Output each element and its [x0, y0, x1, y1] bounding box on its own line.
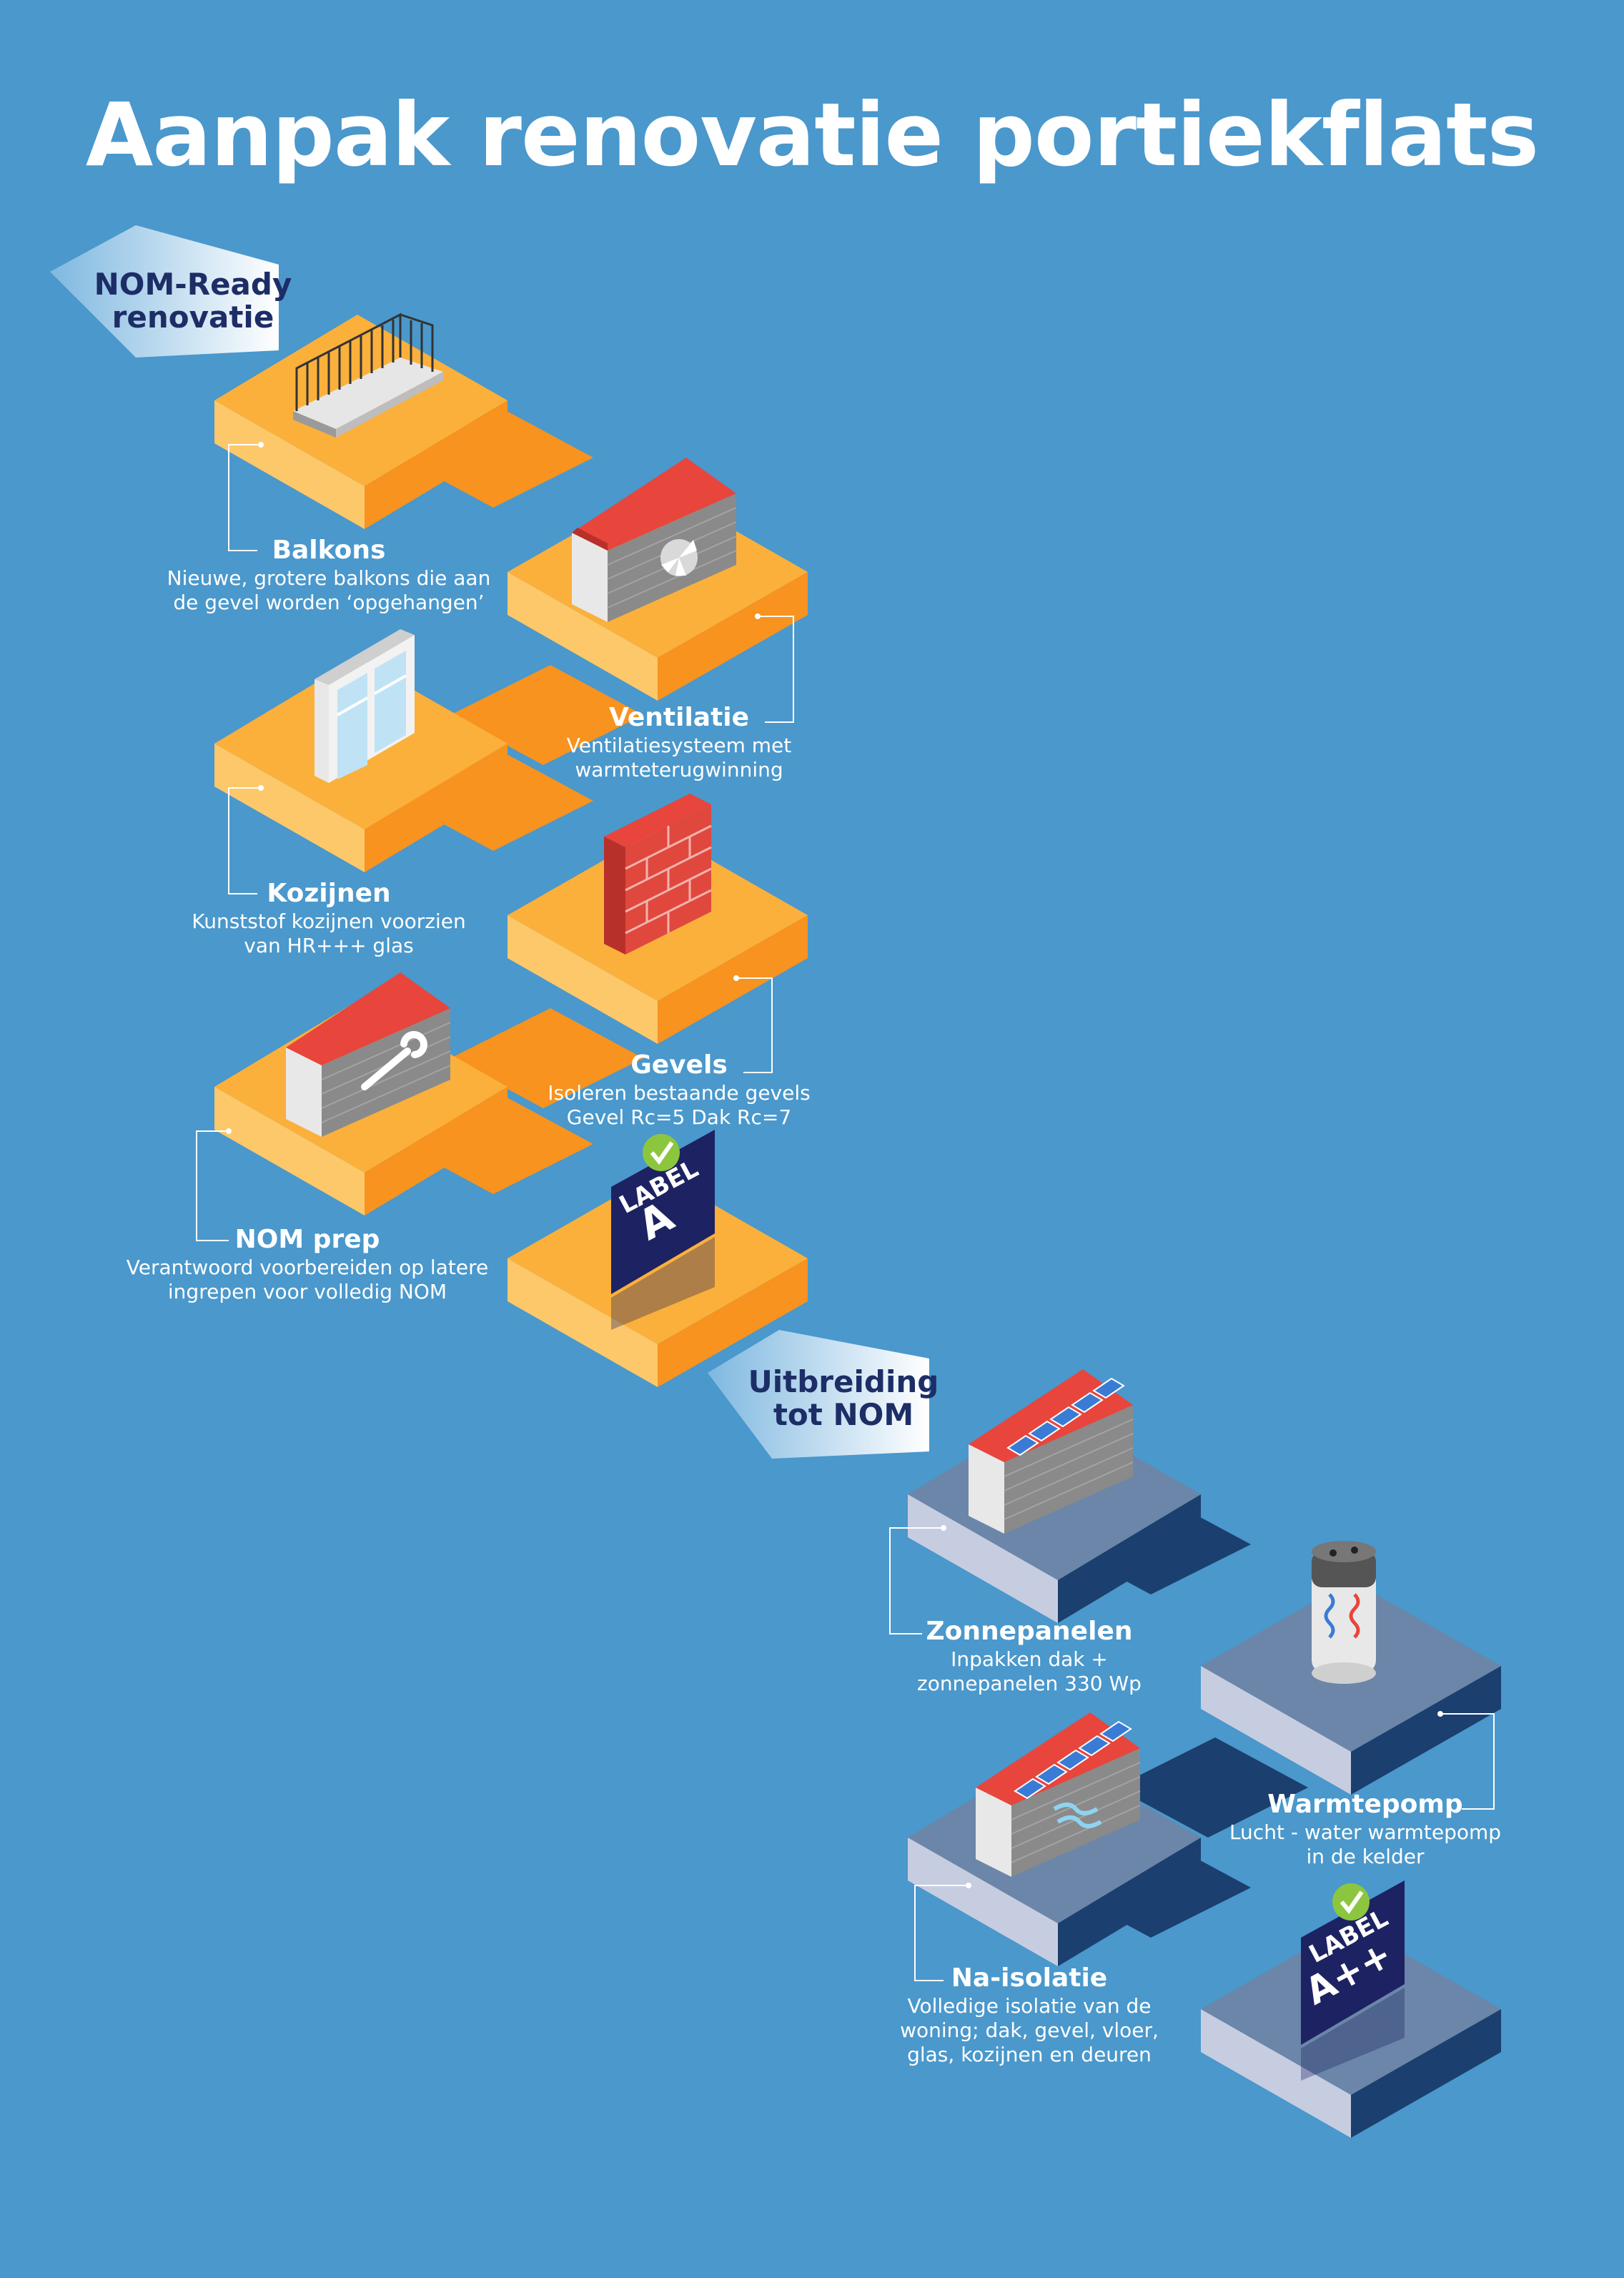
- step-nom-prep: NOM prep Verantwoord voorbereiden op lat…: [93, 1224, 522, 1304]
- solar-house-icon: [969, 1369, 1134, 1534]
- step-balkons-line1: Nieuwe, grotere balkons die aan: [167, 566, 491, 590]
- step-zonnepanelen: Zonnepanelen Inpakken dak + zonnepanelen…: [886, 1616, 1172, 1696]
- leader-lines: [196, 444, 1495, 1981]
- step-zonnepanelen-line1: Inpakken dak +: [951, 1647, 1108, 1671]
- step-ventilatie-line1: Ventilatiesysteem met: [566, 734, 792, 757]
- step-na-isolatie-title: Na-isolatie: [951, 1963, 1108, 1993]
- window-frame-icon: [315, 629, 415, 783]
- step-warmtepomp-line1: Lucht - water warmtepomp: [1229, 1820, 1502, 1844]
- heat-pump-icon: [1312, 1541, 1376, 1684]
- ventilation-house-icon: [572, 458, 737, 622]
- step-kozijnen-line1: Kunststof kozijnen voorzien: [192, 909, 466, 933]
- step-kozijnen: Kozijnen Kunststof kozijnen voorzien van…: [157, 878, 500, 958]
- step-kozijnen-title: Kozijnen: [267, 879, 391, 908]
- banner-nom-ready-line2: renovatie: [112, 300, 274, 335]
- step-na-isolatie-line3: glas, kozijnen en deuren: [907, 2043, 1152, 2066]
- step-zonnepanelen-title: Zonnepanelen: [926, 1617, 1133, 1646]
- step-nom-prep-line2: ingrepen voor volledig NOM: [167, 1280, 447, 1303]
- step-gevels-title: Gevels: [630, 1050, 728, 1080]
- banner-nom-ready: [50, 225, 279, 358]
- banner-uitbreiding-text: Uitbreiding tot NOM: [736, 1366, 951, 1431]
- banner-uitbreiding-line2: tot NOM: [773, 1397, 914, 1432]
- step-gevels-line1: Isoleren bestaande gevels: [548, 1081, 811, 1105]
- step-kozijnen-line2: van HR+++ glas: [244, 934, 414, 957]
- step-na-isolatie-line2: woning; dak, gevel, vloer,: [900, 2018, 1159, 2042]
- step-zonnepanelen-line2: zonnepanelen 330 Wp: [917, 1672, 1142, 1695]
- platform-warmtepomp: [1201, 1580, 1501, 1795]
- page-title: Aanpak renovatie portiekflats: [85, 84, 1539, 186]
- brick-wall-icon: [604, 794, 712, 955]
- step-ventilatie-line2: warmteterugwinning: [575, 758, 783, 781]
- banner-uitbreiding-line1: Uitbreiding: [748, 1364, 939, 1399]
- step-ventilatie: Ventilatie Ventilatiesysteem met warmtet…: [536, 702, 822, 782]
- banner-nom-ready-text: NOM-Ready renovatie: [86, 268, 300, 334]
- check-icon: [643, 1134, 680, 1171]
- step-nom-prep-title: NOM prep: [234, 1225, 380, 1254]
- step-warmtepomp: Warmtepomp Lucht - water warmtepomp in d…: [1201, 1789, 1530, 1869]
- banner-nom-ready-line1: NOM-Ready: [94, 267, 292, 302]
- step-ventilatie-title: Ventilatie: [608, 703, 750, 732]
- check-icon: [1332, 1883, 1370, 1920]
- house-wrench-icon: [286, 972, 451, 1137]
- balcony-icon: [293, 312, 443, 438]
- step-warmtepomp-line2: in de kelder: [1306, 1845, 1425, 1868]
- step-na-isolatie: Na-isolatie Volledige isolatie van de wo…: [883, 1963, 1176, 2067]
- step-balkons: Balkons Nieuwe, grotere balkons die aan …: [143, 535, 515, 615]
- step-gevels-line2: Gevel Rc=5 Dak Rc=7: [566, 1105, 792, 1129]
- step-na-isolatie-line1: Volledige isolatie van de: [907, 1994, 1152, 2018]
- step-warmtepomp-title: Warmtepomp: [1267, 1790, 1463, 1819]
- banner-uitbreiding: [708, 1330, 929, 1459]
- step-balkons-line2: de gevel worden ‘opgehangen’: [173, 591, 485, 614]
- label-a-icon: LABEL A: [611, 1130, 715, 1330]
- insulated-house-icon: [976, 1712, 1141, 1877]
- step-balkons-title: Balkons: [272, 536, 386, 565]
- step-gevels: Gevels Isoleren bestaande gevels Gevel R…: [522, 1050, 836, 1130]
- step-nom-prep-line1: Verantwoord voorbereiden op latere: [126, 1256, 489, 1279]
